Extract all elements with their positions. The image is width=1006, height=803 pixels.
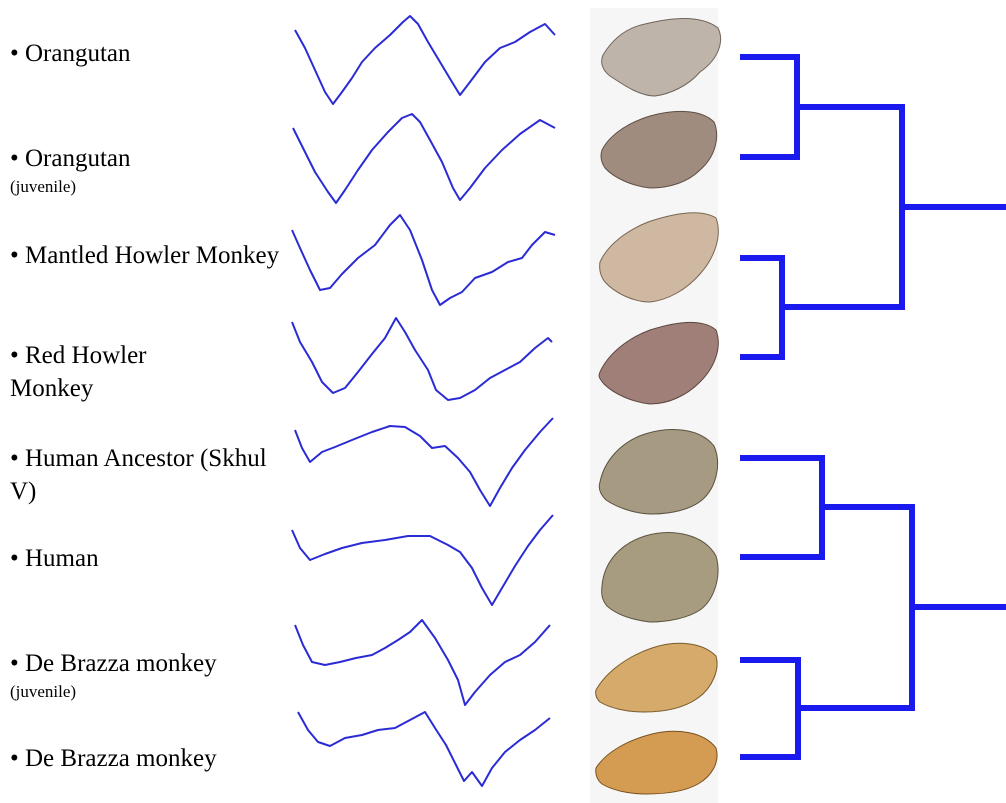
skull-icon xyxy=(600,213,719,302)
dendrogram-branch-humans xyxy=(743,458,822,557)
skull-icon xyxy=(599,322,718,404)
profile-curve-de-brazza xyxy=(298,712,550,786)
profile-curve-red-howler xyxy=(292,318,552,400)
skull-icon xyxy=(596,731,717,794)
dendrogram-branch-de-brazza xyxy=(743,660,798,757)
profile-curve-mantled-howler xyxy=(292,215,555,305)
profile-curve-de-brazza-juvenile xyxy=(295,620,550,705)
profile-curve-human xyxy=(292,515,553,605)
skull-icons xyxy=(596,19,721,795)
skull-icon xyxy=(602,19,721,97)
profile-curve-orangutan-juvenile xyxy=(293,114,555,203)
dendrogram-branch-howlers xyxy=(743,258,782,357)
profile-curve-human-ancestor xyxy=(295,418,553,506)
skull-icon xyxy=(602,533,718,622)
dendrogram-branch-orangutans xyxy=(743,57,797,157)
skull-icon xyxy=(596,643,717,712)
skull-icon xyxy=(599,430,717,514)
skull-icon xyxy=(601,111,717,188)
profile-curve-orangutan xyxy=(295,16,555,104)
dendrogram-branch-human-brazza-join xyxy=(798,507,912,708)
